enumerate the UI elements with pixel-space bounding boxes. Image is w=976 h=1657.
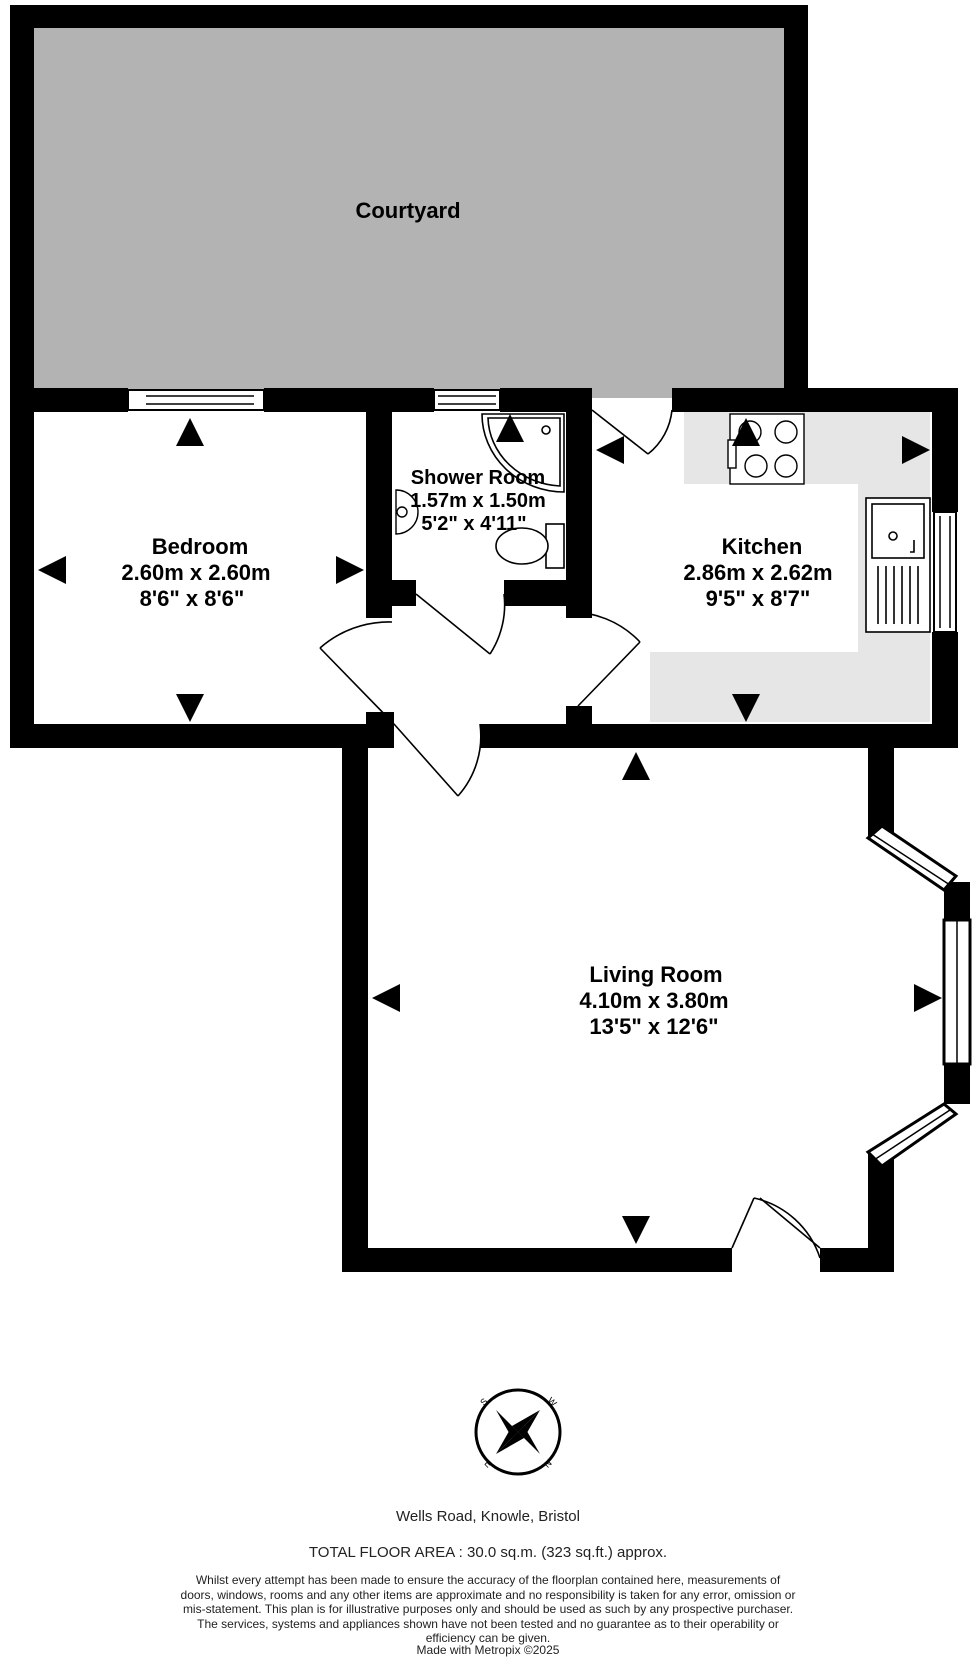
kitchen-arrow-up	[732, 418, 760, 446]
bedroom-imperial: 8'6" x 8'6"	[140, 586, 245, 611]
hob	[727, 413, 805, 485]
living-arrow-left	[372, 984, 400, 1012]
doors	[319, 409, 821, 1259]
compass-n: N	[542, 1458, 554, 1470]
compass-s: S	[478, 1396, 489, 1407]
compass-e: E	[482, 1458, 493, 1469]
kitchen-metric: 2.86m x 2.62m	[683, 560, 832, 585]
courtyard-area	[12, 8, 806, 398]
shower-arrow-up	[496, 414, 524, 442]
kitchen-arrow-down	[732, 694, 760, 722]
shower-room-metric: 1.57m x 1.50m	[410, 490, 546, 512]
basin	[395, 489, 419, 535]
windows	[127, 389, 957, 633]
made-with-credit: Made with Metropix ©2025	[416, 1643, 560, 1657]
disclaimer: Whilst every attempt has been made to en…	[180, 1573, 796, 1645]
living-arrow-up	[622, 752, 650, 780]
living-arrow-right	[914, 984, 942, 1012]
bedroom-arrow-up	[176, 418, 204, 446]
shower-room-imperial: 5'2" x 4'11"	[421, 513, 526, 535]
bedroom-metric: 2.60m x 2.60m	[121, 560, 270, 585]
compass-w: W	[546, 1395, 559, 1408]
kitchen-imperial: 9'5" x 8'7"	[706, 586, 811, 611]
kitchen-arrow-right	[902, 436, 930, 464]
toilet	[495, 523, 565, 569]
bedroom-arrow-left	[38, 556, 66, 584]
living-room-metric: 4.10m x 3.80m	[579, 988, 728, 1013]
bedroom-arrow-down	[176, 694, 204, 722]
address: Wells Road, Knowle, Bristol	[396, 1508, 580, 1525]
kitchen-arrow-left	[596, 436, 624, 464]
walls	[10, 388, 970, 1272]
living-room-imperial: 13'5" x 12'6"	[589, 1014, 718, 1039]
shower-room-label: Shower Room	[411, 467, 545, 489]
living-arrow-down	[622, 1216, 650, 1244]
compass: S W N E	[474, 1388, 562, 1476]
courtyard-label: Courtyard	[355, 198, 460, 223]
kitchen-counter-bottom	[650, 652, 930, 722]
kitchen-sink	[865, 497, 931, 633]
bedroom-arrow-right	[336, 556, 364, 584]
total-floor-area: TOTAL FLOOR AREA : 30.0 sq.m. (323 sq.ft…	[308, 1544, 668, 1561]
bedroom-label: Bedroom	[152, 534, 249, 559]
kitchen-label: Kitchen	[722, 534, 803, 559]
measurement-arrows	[38, 414, 942, 1244]
bay-window	[865, 824, 972, 1168]
living-room-label: Living Room	[589, 962, 722, 987]
